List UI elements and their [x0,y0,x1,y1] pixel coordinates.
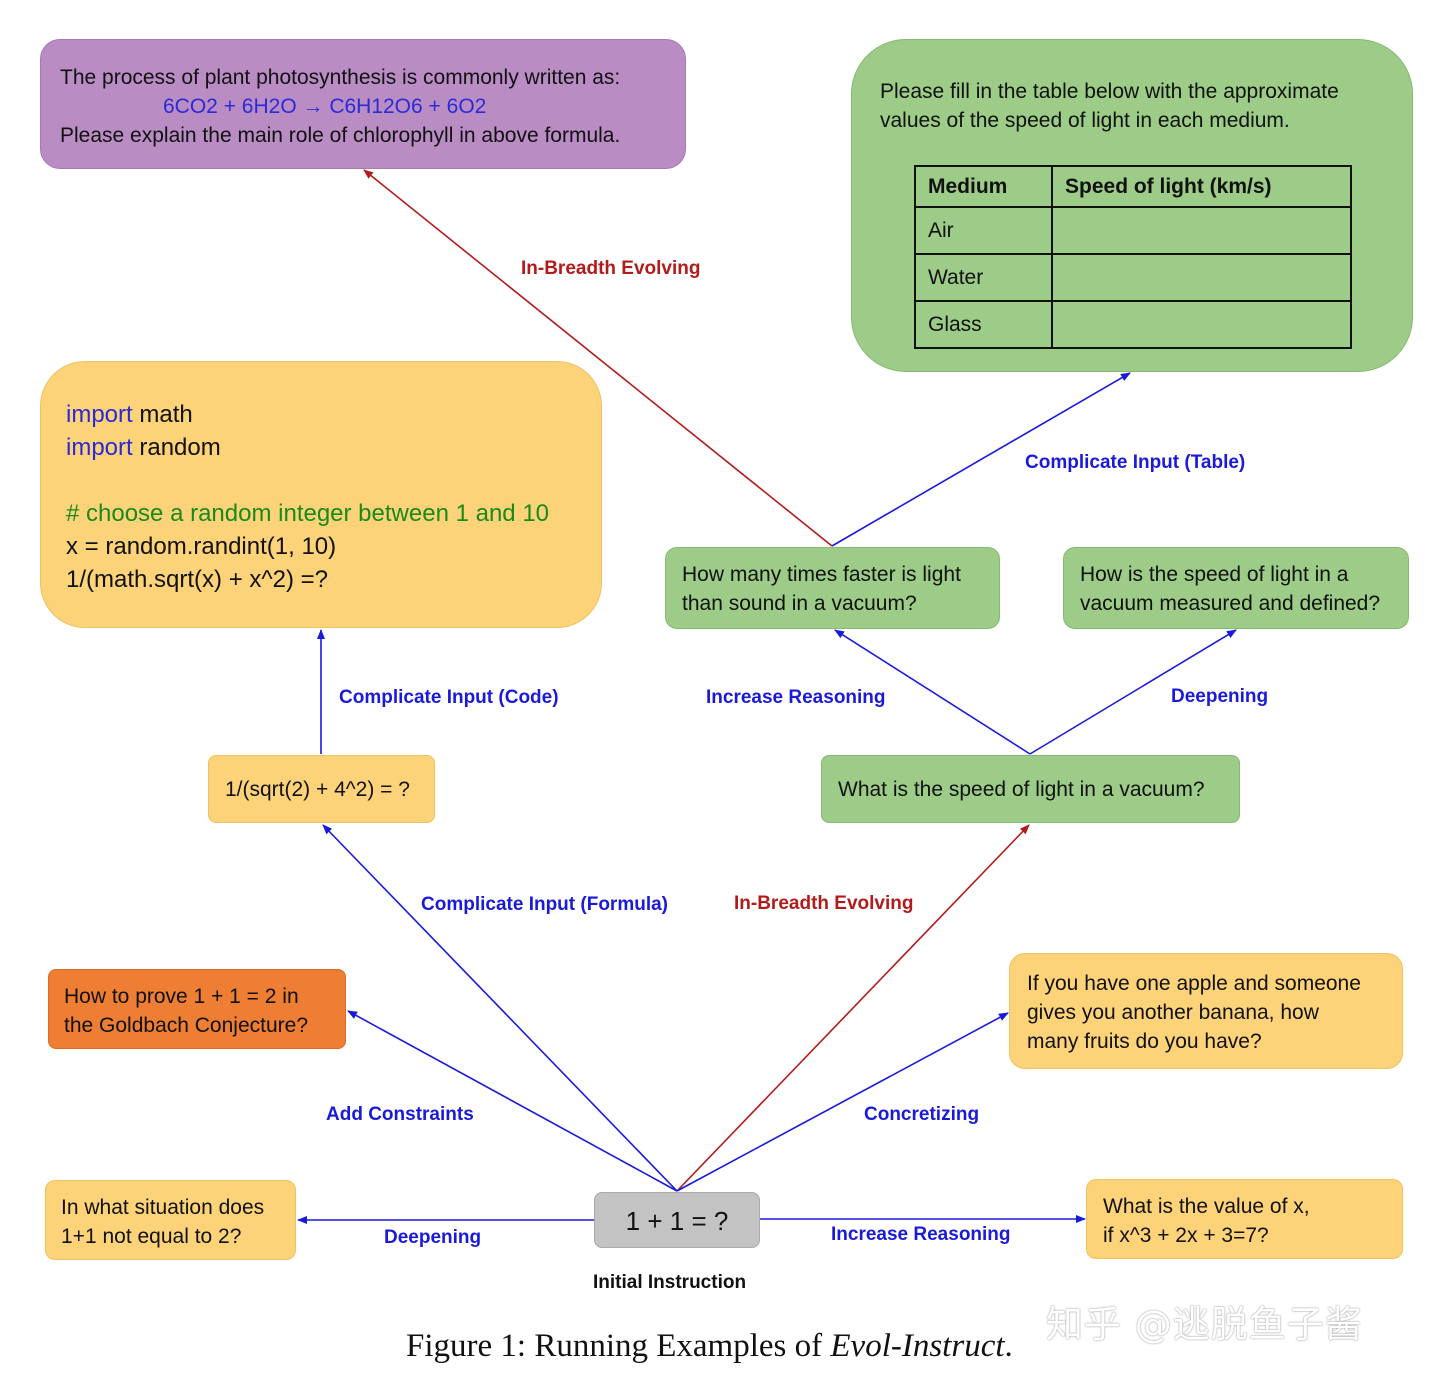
code-keyword: import [66,434,133,461]
code-text: random [132,434,221,461]
node-initial: 1 + 1 = ? [594,1192,760,1248]
node-code: import math import random # choose a ran… [40,361,602,628]
edge-concretizing [676,1012,1009,1192]
photosynthesis-formula: 6CO2 + 6H2O → C6H12O6 + 6O2 [163,95,487,118]
code-line-import-random: import random [66,431,601,464]
table-task-line1: Please fill in the table below with the … [880,80,1339,103]
light-measured-line2: vacuum measured and defined? [1080,592,1381,615]
label-deepening-mid: Deepening [1171,686,1269,707]
code-line-import-math: import math [66,398,601,431]
code-blank-line [66,464,601,497]
node-apple: If you have one apple and someone gives … [1009,953,1403,1069]
figure-caption: Figure 1: Running Examples of Evol-Instr… [406,1328,1013,1365]
edge-complicate-table [831,372,1131,547]
caption-prefix: Figure 1: Running Examples of [406,1328,831,1364]
edge-in-breadth-top [363,169,833,547]
node-light-speed: What is the speed of light in a vacuum? [821,755,1240,823]
node-light-faster: How many times faster is light than soun… [665,547,1000,629]
apple-line3: many fruits do you have? [1027,1030,1262,1053]
table-task-line2: values of the speed of light in each med… [880,109,1290,132]
code-comment: # choose a random integer between 1 and … [66,500,550,527]
situation-line2: 1+1 not equal to 2? [61,1225,242,1248]
initial-text: 1 + 1 = ? [625,1206,729,1236]
node-table-task: Please fill in the table below with the … [851,39,1413,372]
speed-table: Medium Speed of light (km/s) Air Water G… [914,165,1352,349]
node-light-measured: How is the speed of light in a vacuum me… [1063,547,1409,629]
photosynthesis-question: Please explain the main role of chloroph… [60,124,621,147]
situation-line1: In what situation does [61,1196,265,1219]
edge-complicate-formula [322,824,678,1192]
apple-line1: If you have one apple and someone [1027,972,1361,995]
edge-add-constraints [347,1010,678,1192]
table-row: Air [914,206,1352,255]
label-complicate-code: Complicate Input (Code) [339,687,559,708]
table-cell-speed [1051,206,1352,255]
node-goldbach: How to prove 1 + 1 = 2 in the Goldbach C… [48,969,346,1049]
value-x-line1: What is the value of x, [1103,1195,1310,1218]
table-header-speed: Speed of light (km/s) [1051,165,1352,208]
table-cell-speed [1051,253,1352,302]
label-in-breadth-bottom: In-Breadth Evolving [734,893,914,914]
node-photosynthesis: The process of plant photosynthesis is c… [40,39,686,169]
table-row: Water [914,253,1352,302]
edge-deepening-mid [1029,629,1237,755]
table-cell-medium: Water [914,253,1053,302]
code-line-expression: 1/(math.sqrt(x) + x^2) =? [66,566,329,593]
label-in-breadth-top: In-Breadth Evolving [521,258,701,279]
label-concretizing: Concretizing [864,1104,980,1125]
apple-line2: gives you another banana, how [1027,1001,1319,1024]
node-formula-simple: 1/(sqrt(2) + 4^2) = ? [208,755,435,823]
photosynthesis-intro: The process of plant photosynthesis is c… [60,66,621,89]
value-x-line2: if x^3 + 2x + 3=7? [1103,1224,1269,1247]
light-faster-line2: than sound in a vacuum? [682,592,917,615]
table-header-row: Medium Speed of light (km/s) [914,165,1352,208]
label-complicate-formula: Complicate Input (Formula) [421,894,668,915]
label-increase-reasoning-mid: Increase Reasoning [706,687,886,708]
node-situation: In what situation does 1+1 not equal to … [45,1180,296,1260]
formula-simple-text: 1/(sqrt(2) + 4^2) = ? [225,778,410,801]
table-cell-speed [1051,300,1352,349]
initial-caption: Initial Instruction [593,1272,747,1293]
label-complicate-table: Complicate Input (Table) [1025,452,1246,473]
goldbach-line1: How to prove 1 + 1 = 2 in [64,985,299,1008]
caption-italic: Evol-Instruct [830,1328,1005,1364]
table-cell-medium: Glass [914,300,1053,349]
label-add-constraints: Add Constraints [326,1104,474,1125]
watermark: 知乎 @逃脱鱼子酱 [1046,1303,1363,1346]
label-increase-reasoning-bottom: Increase Reasoning [831,1224,1011,1245]
code-keyword: import [66,401,133,428]
table-header-medium: Medium [914,165,1053,208]
code-line-randint: x = random.randint(1, 10) [66,533,337,560]
light-measured-line1: How is the speed of light in a [1080,563,1349,586]
node-value-x: What is the value of x, if x^3 + 2x + 3=… [1086,1179,1403,1259]
light-faster-line1: How many times faster is light [682,563,961,586]
label-deepening-bottom: Deepening [384,1227,482,1248]
edge-increase-reasoning-mid [834,629,1031,755]
caption-suffix: . [1004,1328,1013,1364]
table-row: Glass [914,300,1352,349]
code-text: math [132,401,193,428]
goldbach-line2: the Goldbach Conjecture? [64,1014,308,1037]
table-cell-medium: Air [914,206,1053,255]
edge-in-breadth-bottom [676,824,1030,1192]
light-speed-text: What is the speed of light in a vacuum? [838,778,1205,801]
